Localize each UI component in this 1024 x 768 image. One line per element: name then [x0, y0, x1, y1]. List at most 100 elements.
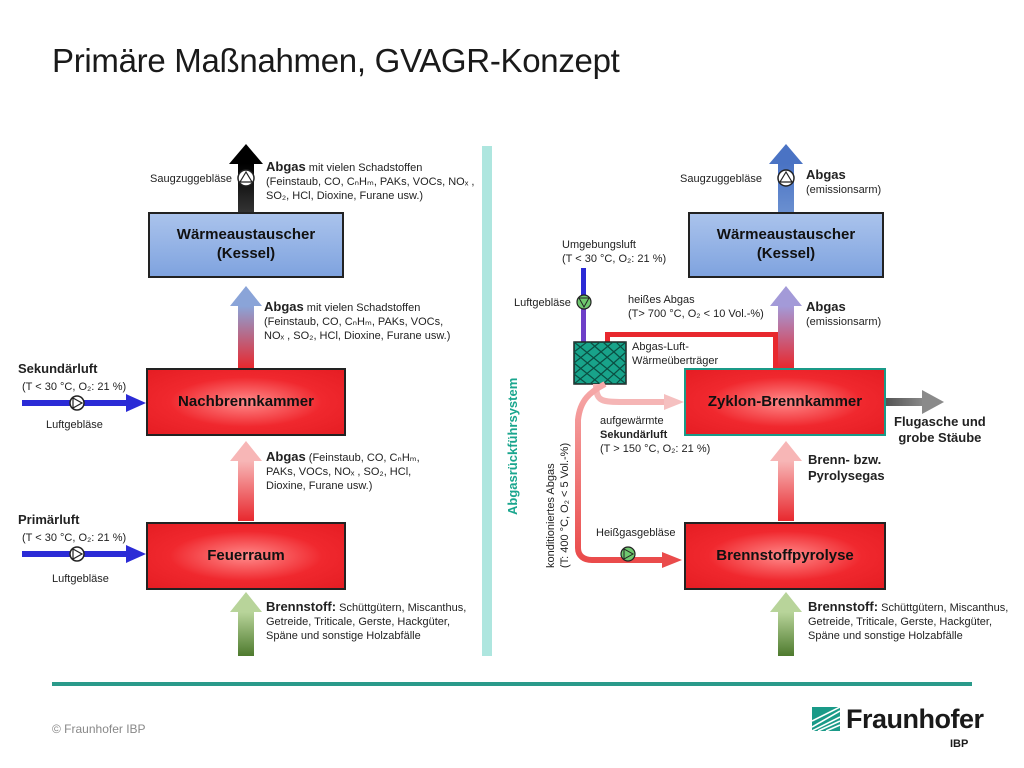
- text-bold: Sekundärluft: [18, 361, 98, 376]
- right-fuel-text: Brennstoff: Schüttgütern, Miscanthus, Ge…: [808, 600, 1008, 643]
- pyrolysis-gas-text: Brenn- bzw. Pyrolysegas: [808, 452, 885, 484]
- primary-air-title: Primärluft: [18, 513, 79, 528]
- left-fuel-text: Brennstoff: Schüttgütern, Miscanthus, Ge…: [266, 600, 466, 643]
- text-line: (T < 30 °C, O₂: 21 %): [562, 253, 667, 265]
- left-secondary-air-arrow: [22, 394, 146, 412]
- text-line: (T > 150 °C, O₂: 21 %): [600, 443, 711, 455]
- footer-divider: [52, 682, 972, 686]
- left-mid-exhaust-text: Abgas mit vielen Schadstoffen (Feinstaub…: [264, 300, 450, 343]
- text-bold: Brennstoff:: [808, 599, 879, 614]
- text-line: (Feinstaub, CO, CₙHₘ, PAKs, VOCs, NOₓ ,: [266, 176, 475, 188]
- text-line: Sekundärluft: [600, 429, 668, 441]
- left-exhaust-arrow-mid: [230, 286, 262, 368]
- text-line: (emissionsarm): [806, 184, 882, 196]
- text-line: Abgas-Luft-: [632, 341, 689, 353]
- cyclone-chamber-box: Zyklon-Brennkammer: [684, 368, 886, 436]
- text-line: Dioxine, Furane usw.): [266, 480, 373, 492]
- right-exhaust-arrow-mid: [770, 286, 802, 368]
- text-rest: Schüttgütern, Miscanthus,: [336, 602, 467, 614]
- primary-air-cond: (T < 30 °C, O₂: 21 %): [22, 532, 127, 544]
- fly-ash-arrow: [886, 390, 944, 414]
- left-primary-air-arrow: [22, 545, 146, 563]
- text-line: Getreide, Triticale, Gerste, Hackgüter,: [808, 616, 993, 628]
- warm-air-text: aufgewärmte Sekundärluft (T > 150 °C, O₂…: [600, 414, 710, 456]
- text-bold: Abgas: [266, 449, 306, 464]
- text-line: Flugasche und: [894, 414, 986, 429]
- hot-gas-pipe: [605, 332, 778, 370]
- text-bold: Abgas: [806, 167, 846, 182]
- fraunhofer-logo-text: Fraunhofer: [846, 704, 984, 734]
- fly-ash-text: Flugasche und grobe Stäube: [894, 414, 986, 446]
- right-mid-exhaust-text: Abgas (emissionsarm): [806, 300, 881, 329]
- box-label: Brennstoffpyrolyse: [716, 546, 854, 564]
- text-line: aufgewärmte: [600, 415, 664, 427]
- box-label: (Kessel): [756, 245, 816, 262]
- separator-label: Abgasrückführsystem: [505, 377, 520, 515]
- conditioned-gas-loop: [575, 381, 682, 568]
- heat-exchanger: [573, 341, 627, 385]
- heat-exchanger-box-left: Wärmeaustauscher(Kessel): [148, 212, 344, 278]
- text-bold: Abgas: [806, 299, 846, 314]
- copyright: © Fraunhofer IBP: [52, 722, 146, 736]
- text-line: (T: 400 °C, O₂ < 5 Vol.-%): [559, 442, 571, 568]
- suction-fan-label-right: Saugzuggebläse: [680, 173, 762, 185]
- text-line: SO₂, HCl, Dioxine, Furane usw.): [266, 190, 424, 202]
- afterburn-chamber-box: Nachbrennkammer: [146, 368, 346, 436]
- primary-air-fan: Luftgebläse: [52, 573, 109, 585]
- suction-fan-label-left: Saugzuggebläse: [150, 173, 232, 185]
- left-fuel-arrow: [230, 592, 262, 656]
- text-line: NOₓ , SO₂, HCl, Dioxine, Furane usw.): [264, 330, 451, 342]
- text-line: PAKs, VOCs, NOₓ , SO₂, HCl,: [266, 466, 412, 478]
- secondary-air-fan: Luftgebläse: [46, 419, 103, 431]
- ibp-label: IBP: [950, 738, 969, 750]
- text-line: Getreide, Triticale, Gerste, Hackgüter,: [266, 616, 451, 628]
- box-label: Wärmeaustauscher: [176, 226, 316, 244]
- hot-gas-fan-label: Heißgasgebläse: [596, 527, 676, 539]
- text-bold: Abgas: [266, 159, 306, 174]
- secondary-air-cond: (T < 30 °C, O₂: 21 %): [22, 381, 127, 393]
- heat-exchanger-text: Abgas-Luft- Wärmeüberträger: [632, 340, 718, 368]
- right-fuel-arrow: [770, 592, 802, 656]
- text-rest: mit vielen Schadstoffen: [303, 302, 421, 314]
- left-exhaust-arrow-low: [230, 441, 262, 521]
- text-line: Brenn- bzw.: [808, 452, 882, 467]
- right-exhaust-arrow-top: [769, 144, 803, 212]
- text-line: heißes Abgas: [628, 294, 695, 306]
- pyrolysis-box: Brennstoffpyrolyse: [684, 522, 886, 590]
- page-title: Primäre Maßnahmen, GVAGR-Konzept: [52, 42, 620, 79]
- hot-gas-text: heißes Abgas (T> 700 °C, O₂ < 10 Vol.-%): [628, 293, 764, 321]
- ambient-air-pipe: [576, 268, 592, 344]
- text-line: konditioniertes Abgas: [545, 463, 557, 568]
- box-label: Wärmeaustauscher: [716, 226, 856, 244]
- ambient-air-text: Umgebungsluft (T < 30 °C, O₂: 21 %): [562, 238, 666, 266]
- text-line: Späne und sonstige Holzabfälle: [266, 630, 421, 642]
- text-bold: Brennstoff:: [266, 599, 337, 614]
- text-line: grobe Stäube: [898, 430, 982, 445]
- separator-bar: [482, 146, 492, 656]
- text-line: Wärmeüberträger: [632, 355, 719, 367]
- left-low-exhaust-text: Abgas (Feinstaub, CO, CₙHₘ, PAKs, VOCs, …: [266, 450, 420, 493]
- furnace-box: Feuerraum: [146, 522, 346, 590]
- text-bold: Abgas: [264, 299, 304, 314]
- box-label: Zyklon-Brennkammer: [707, 392, 863, 410]
- air-fan-label: Luftgebläse: [514, 297, 571, 309]
- text-rest: Schüttgütern, Miscanthus,: [878, 602, 1009, 614]
- fraunhofer-logo-icon: [812, 707, 840, 731]
- text-line: (Feinstaub, CO, CₙHₘ, PAKs, VOCs,: [264, 316, 444, 328]
- text-rest: mit vielen Schadstoffen: [305, 162, 423, 174]
- right-top-exhaust-text: Abgas (emissionsarm): [806, 168, 881, 197]
- left-exhaust-arrow-top: [229, 144, 263, 212]
- box-label: (Kessel): [216, 245, 276, 262]
- text-line: Umgebungsluft: [562, 239, 636, 251]
- text-rest: (Feinstaub, CO, CₙHₘ,: [305, 452, 420, 464]
- conditioned-gas-text: konditioniertes Abgas (T: 400 °C, O₂ < 5…: [544, 443, 572, 568]
- warm-air-arrow: [593, 383, 684, 410]
- box-label: Nachbrennkammer: [178, 392, 314, 410]
- left-top-exhaust-text: Abgas mit vielen Schadstoffen (Feinstaub…: [266, 160, 474, 203]
- secondary-air-title: Sekundärluft: [18, 362, 97, 377]
- right-pyrogas-arrow: [770, 441, 802, 521]
- text-line: (emissionsarm): [806, 316, 882, 328]
- text-line: (T> 700 °C, O₂ < 10 Vol.-%): [628, 308, 764, 320]
- box-label: Feuerraum: [207, 546, 285, 564]
